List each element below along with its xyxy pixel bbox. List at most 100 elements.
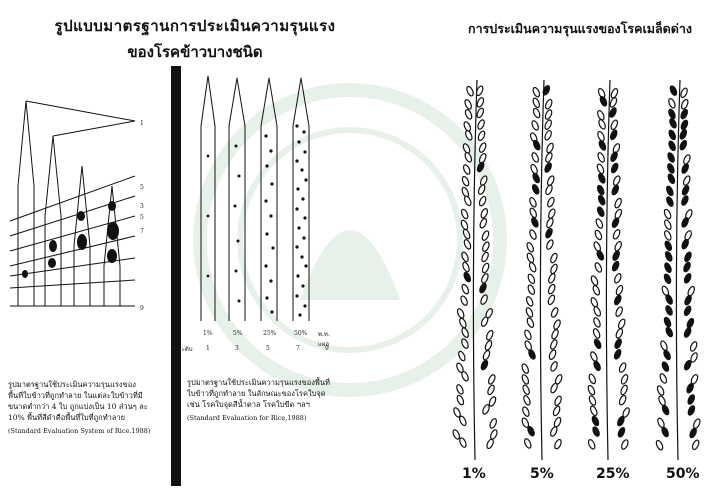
panicle-grain: [681, 163, 690, 174]
panicle-grain: [669, 85, 678, 96]
panicle-grain: [532, 139, 541, 150]
scale-value: 5: [266, 345, 270, 352]
panicle-grain: [663, 262, 672, 273]
panicle-grain: [464, 130, 473, 141]
panicle-grain: [589, 405, 598, 416]
panicle-grain: [683, 360, 692, 371]
panicle-grain: [546, 197, 555, 208]
panicle-grain: [614, 241, 623, 252]
panicle-grain: [665, 305, 674, 316]
panicle-grain: [544, 119, 553, 130]
panicle-grain: [594, 262, 603, 273]
panicle-grain: [680, 87, 689, 98]
panicle-grain: [610, 151, 619, 162]
panicle-grain: [544, 130, 553, 141]
panicle-grain: [532, 107, 541, 118]
panicle-grain: [478, 196, 487, 207]
panicle-grain: [611, 184, 620, 195]
scale-label: ค่าระดับ: [171, 344, 193, 354]
panicle-grain: [609, 129, 618, 140]
panicle-grain: [665, 196, 674, 207]
panicle-grain: [553, 417, 562, 428]
panicle-grain: [667, 108, 676, 119]
panicle-grain: [661, 404, 670, 415]
panicle-grain: [545, 184, 554, 195]
panicle-grain: [531, 152, 540, 163]
panicle-grain: [665, 185, 674, 196]
panicle-grain: [597, 173, 606, 184]
panicle-grain: [666, 163, 675, 174]
panicle-stem: [540, 80, 544, 460]
panicle-grain: [480, 294, 489, 305]
panicle-percent: 1%: [462, 466, 486, 482]
panicle-grain: [596, 250, 605, 261]
panicle-grain: [550, 382, 559, 393]
panicle-grain: [523, 438, 532, 449]
panicle-grain: [460, 338, 469, 349]
panicle-grain: [476, 107, 485, 118]
panicle-grain: [661, 361, 670, 372]
panicle-grain: [610, 119, 619, 130]
panicle-grain: [521, 406, 530, 417]
panicle-grain: [613, 273, 622, 284]
panicle-grain: [667, 98, 676, 109]
panicle-grain: [529, 197, 538, 208]
panicle-grain: [613, 294, 622, 305]
panicle-grain: [462, 164, 471, 175]
panicle-grain: [464, 99, 473, 110]
panicle-grain: [527, 284, 536, 295]
panicle-grain: [596, 163, 605, 174]
panicle-grain: [553, 439, 562, 450]
panicle-grain: [466, 86, 475, 97]
panicle-grain: [658, 395, 667, 406]
level-label: 3: [140, 203, 144, 210]
panicle-grain: [611, 261, 620, 272]
panicle-grain: [610, 162, 619, 173]
panicle-grain: [489, 429, 498, 440]
panicle-grain: [664, 240, 673, 251]
panicle-grain: [528, 349, 537, 360]
scale-value: 7: [296, 345, 300, 352]
panicle-grain: [526, 317, 535, 328]
panicle-grain: [593, 360, 602, 371]
panicle-grain: [477, 119, 486, 130]
spot-percent: 50%: [294, 330, 307, 337]
panicle-grain: [458, 437, 467, 448]
panicle-grain: [687, 394, 696, 405]
panicle-grain: [663, 316, 672, 327]
panicle-grain: [655, 440, 664, 451]
panicle-grain: [554, 395, 563, 406]
level-label: 5: [140, 184, 144, 191]
panicle-grain: [463, 239, 472, 250]
level-label: 5: [140, 214, 144, 221]
panicle-grain: [549, 339, 558, 350]
panicle-grain: [529, 207, 538, 218]
panicle-grain: [595, 218, 604, 229]
panicle-grain: [544, 162, 553, 173]
panicle-grain: [530, 217, 539, 228]
panicle-grain: [460, 219, 469, 230]
panicle-grain: [661, 426, 670, 437]
panicle-grain: [526, 242, 535, 253]
panicle-grain: [612, 250, 621, 261]
panicle-grain: [548, 349, 557, 360]
panicle-grain: [616, 415, 625, 426]
leaf-spot-diagram: [181, 66, 339, 489]
panicle-grain: [681, 217, 690, 228]
panicle-grain: [544, 152, 553, 163]
panicle-grain: [527, 273, 536, 284]
panicle-grain: [591, 415, 600, 426]
panicle-grain: [596, 184, 605, 195]
caption-line: รูปมาตรฐานใช้ประเมินความรุนแรงของ: [8, 380, 170, 391]
panicle-grain: [550, 361, 559, 372]
panicle-grain: [669, 118, 678, 129]
level-label: 9: [140, 305, 144, 312]
panicle-grain: [667, 173, 676, 184]
panicle-title: การประเมินความรุนแรงของโรคเมล็ดด่าง: [468, 19, 708, 39]
panicle-grain: [592, 426, 601, 437]
panicle-grain: [481, 262, 490, 273]
panicle-grain: [598, 119, 607, 130]
panicle-grain: [615, 285, 624, 296]
panicle-grain: [522, 384, 531, 395]
panicle-grain: [531, 184, 540, 195]
